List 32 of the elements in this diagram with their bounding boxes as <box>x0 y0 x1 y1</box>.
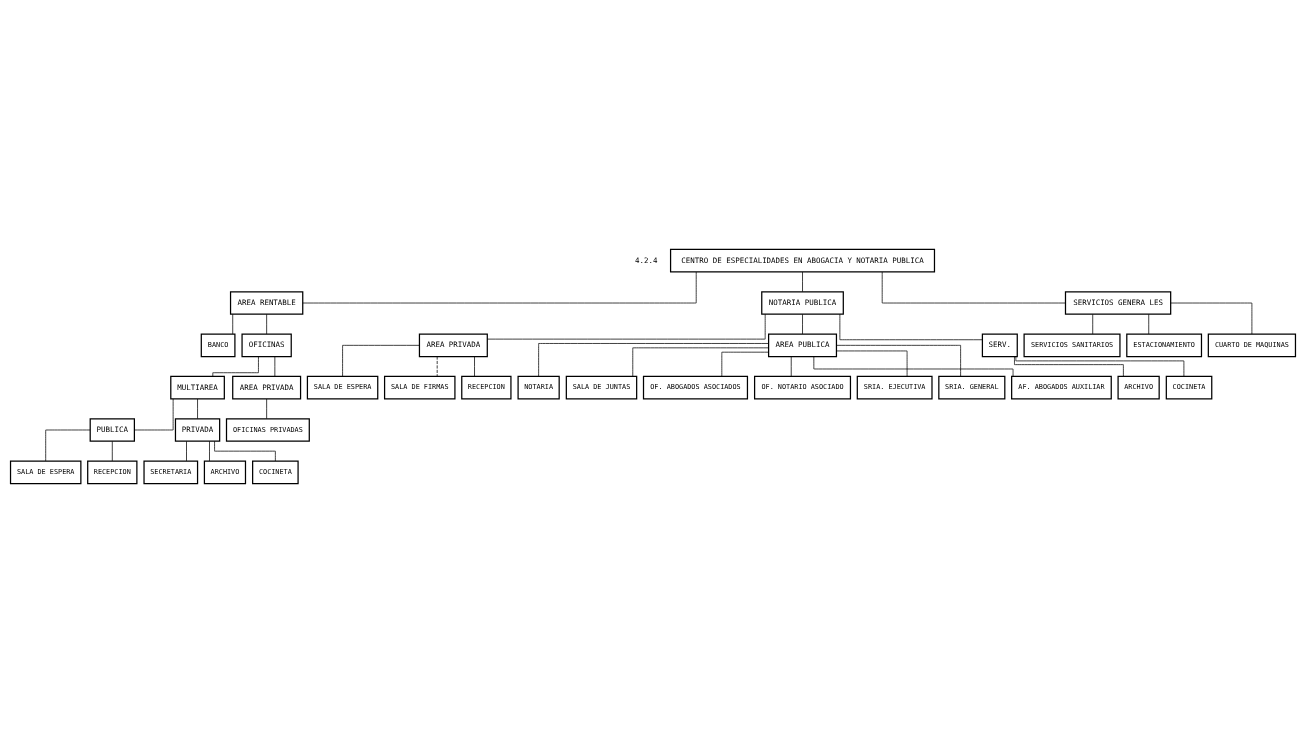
connector <box>111 440 113 461</box>
connector <box>474 355 475 377</box>
connector <box>790 355 792 377</box>
connector <box>266 398 268 419</box>
connector <box>486 313 766 339</box>
connector <box>836 344 961 377</box>
connector <box>1170 302 1253 334</box>
connector <box>134 398 174 430</box>
connector <box>1014 355 1124 377</box>
connector <box>209 440 210 461</box>
connector <box>813 355 1014 377</box>
connector <box>802 271 803 292</box>
connector <box>839 313 983 340</box>
connector <box>342 344 420 377</box>
connector <box>802 313 803 334</box>
connector <box>232 313 234 334</box>
connector <box>1148 313 1150 334</box>
connector <box>436 355 438 377</box>
connector <box>302 271 697 303</box>
connector <box>212 355 259 377</box>
connector <box>214 440 276 461</box>
connector <box>45 429 91 461</box>
connector <box>274 355 276 377</box>
connector <box>632 346 769 377</box>
connector <box>186 440 187 461</box>
connector <box>266 313 268 334</box>
connector <box>197 398 198 419</box>
connector <box>538 342 769 377</box>
connector <box>881 271 1066 303</box>
connector <box>721 351 769 377</box>
connector <box>836 350 908 377</box>
connector <box>1092 313 1094 334</box>
